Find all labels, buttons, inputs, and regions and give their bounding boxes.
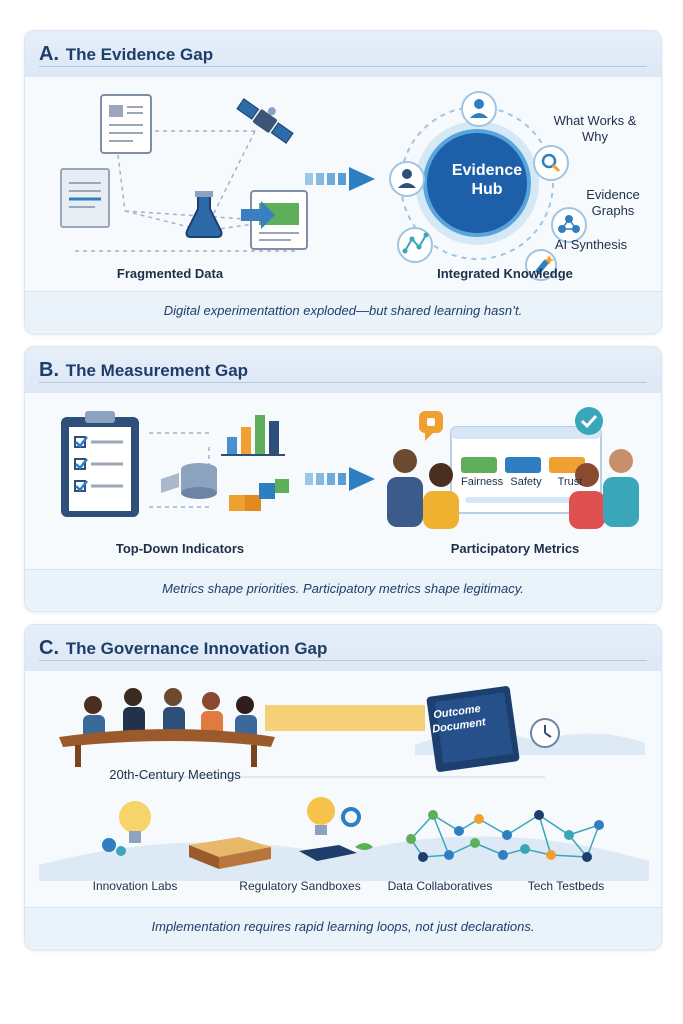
header-rule — [39, 660, 647, 661]
clock-icon — [530, 718, 560, 748]
document-icon — [100, 94, 152, 154]
arrow-icon — [305, 167, 375, 191]
person-node-icon — [389, 161, 425, 197]
book-icon — [426, 686, 520, 772]
panel-measurement-gap: B. The Measurement Gap — [24, 346, 662, 612]
panel-governance-gap: C. The Governance Innovation Gap Outcome… — [24, 624, 662, 950]
note-text: Metrics shape priorities. Participatory … — [162, 581, 524, 596]
item-regulatory-sandboxes: Regulatory Sandboxes — [239, 879, 361, 893]
top-down-indicators-caption: Top-Down Indicators — [115, 541, 245, 556]
node-label-ai-synthesis: AI Synthesis — [554, 237, 628, 252]
note-bar: Digital experimentattion exploded—but sh… — [25, 291, 661, 332]
node-label-what-works: What Works & Why — [553, 113, 637, 144]
clipboard-icon — [61, 411, 139, 517]
lightbulb-icon — [102, 801, 151, 856]
integrated-knowledge-caption: Integrated Knowledge — [437, 266, 573, 281]
panel-evidence-gap: A. The Evidence Gap — [24, 30, 662, 334]
hub-label: Evidence Hub — [451, 162, 523, 198]
innovation-tools-illustration — [39, 797, 649, 881]
note-bar: Implementation requires rapid learning l… — [25, 907, 661, 948]
magnifier-icon — [533, 145, 569, 181]
fragmented-data-illustration — [60, 94, 308, 252]
participatory-metrics-caption: Participatory Metrics — [450, 541, 580, 556]
panel-header: A. The Evidence Gap — [25, 31, 661, 77]
item-innovation-labs: Innovation Labs — [92, 879, 178, 893]
header-rule — [39, 382, 647, 383]
blocks-icon — [229, 479, 289, 511]
section-title: A. The Evidence Gap — [39, 43, 213, 66]
metric-label-trust: Trust — [557, 476, 583, 488]
evidence-hub-illustration — [389, 91, 587, 281]
sandbox-icon — [189, 837, 271, 869]
database-icon — [161, 463, 217, 499]
section-letter: A. — [39, 43, 59, 65]
arrow-icon — [305, 467, 375, 491]
sparkle-icon — [525, 249, 557, 281]
user-node-icon — [461, 91, 497, 127]
section-title: C. The Governance Innovation Gap — [39, 637, 327, 660]
gear-bulb-icon — [299, 797, 373, 861]
metric-label-fairness: Fairness — [461, 476, 504, 488]
section-letter: C. — [39, 637, 59, 659]
section-title-text: The Governance Innovation Gap — [65, 639, 328, 658]
meeting-illustration — [59, 686, 645, 778]
node-label-evidence-graphs: Evidence Graphs — [586, 187, 640, 218]
meeting-caption: 20th-Century Meetings — [109, 767, 241, 782]
fragmented-data-caption: Fragmented Data — [116, 266, 224, 281]
check-badge-icon — [575, 407, 603, 435]
graph-node-icon — [551, 207, 587, 243]
panel-header: B. The Measurement Gap — [25, 347, 661, 393]
network-nodes-icon — [406, 810, 604, 862]
report-icon — [60, 168, 110, 228]
flask-icon — [185, 191, 223, 238]
panel-header: C. The Governance Innovation Gap — [25, 625, 661, 671]
item-tech-testbeds: Tech Testbeds — [527, 879, 605, 893]
header-rule — [39, 66, 647, 67]
section-title-text: The Measurement Gap — [65, 361, 249, 380]
top-down-indicators-illustration — [61, 411, 289, 517]
chart-document-icon — [241, 190, 308, 250]
section-title-text: The Evidence Gap — [65, 45, 214, 64]
bar-chart-icon — [221, 415, 285, 456]
satellite-icon — [236, 98, 294, 144]
note-text: Implementation requires rapid learning l… — [151, 919, 535, 934]
note-text: Digital experimentattion exploded—but sh… — [163, 303, 523, 318]
meeting-table-icon — [59, 688, 275, 767]
metric-label-safety: Safety — [510, 476, 542, 488]
section-title: B. The Measurement Gap — [39, 359, 248, 382]
network-node-icon — [397, 227, 433, 263]
item-data-collaboratives: Data Collaboratives — [387, 879, 493, 893]
people-icon — [387, 449, 639, 529]
chat-bubble-icon — [419, 411, 443, 441]
section-letter: B. — [39, 359, 59, 381]
participatory-metrics-illustration — [387, 407, 639, 529]
note-bar: Metrics shape priorities. Participatory … — [25, 569, 661, 610]
